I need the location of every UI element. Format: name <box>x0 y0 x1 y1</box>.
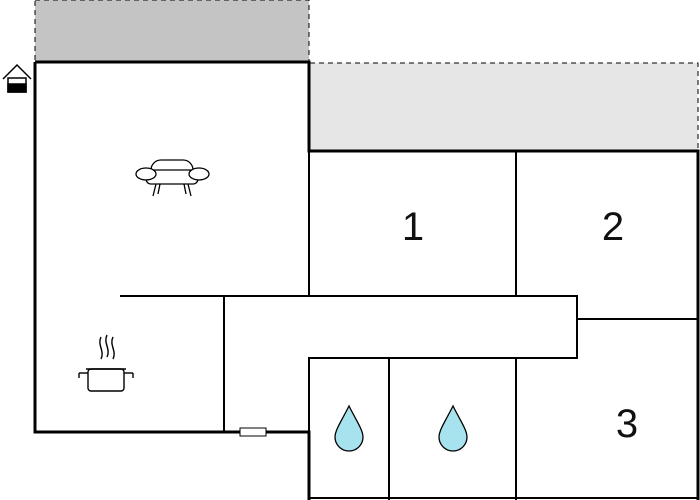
water-drop-icon <box>334 404 364 452</box>
sofa-icon <box>135 159 210 197</box>
water-drop-icon <box>438 404 468 452</box>
room-1-label: 1 <box>402 205 424 249</box>
room-2-label: 2 <box>602 205 624 249</box>
window-icon <box>239 427 267 437</box>
cooking-pot-icon <box>78 334 134 392</box>
inner-walls <box>120 151 698 500</box>
house-entrance-icon <box>2 63 32 93</box>
terrace-top-left <box>34 0 310 63</box>
room-3-label: 3 <box>616 402 638 446</box>
terrace-right <box>309 62 699 152</box>
